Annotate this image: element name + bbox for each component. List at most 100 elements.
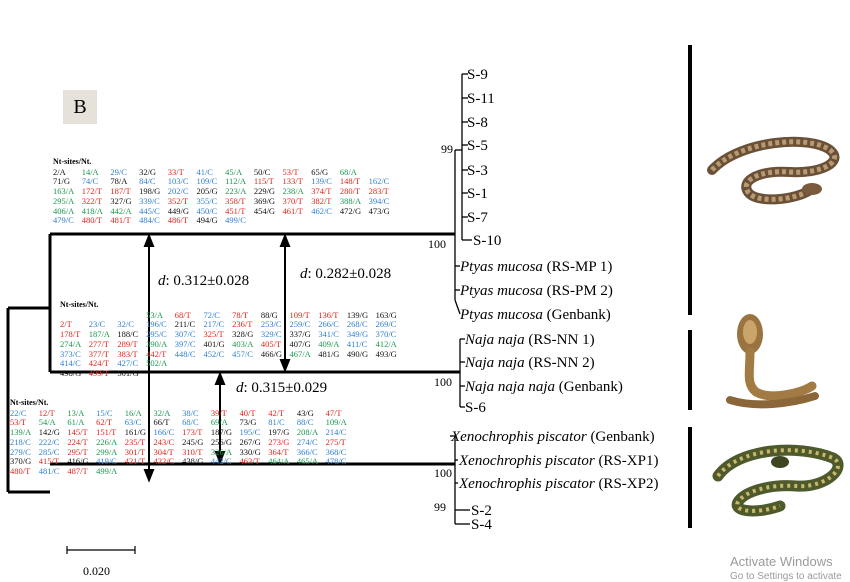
site-cell: 412/A bbox=[375, 338, 397, 349]
site-cell: 53/A bbox=[146, 309, 164, 320]
bootstrap-value: 100 bbox=[428, 237, 446, 251]
site-cell: 388/A bbox=[339, 195, 362, 206]
panel-label: B bbox=[63, 90, 97, 124]
leaf-label: Ptyas mucosa (RS-PM 2) bbox=[460, 283, 613, 299]
site-cell: 494/G bbox=[196, 215, 218, 226]
leaf-label: S-9 bbox=[467, 67, 488, 83]
site-cell: 370/C bbox=[375, 329, 397, 340]
site-cell: 173/T bbox=[182, 427, 203, 438]
site-cell: 73/G bbox=[239, 417, 257, 428]
site-cell: 62/T bbox=[96, 417, 113, 428]
leaf-label: S-1 bbox=[467, 186, 488, 202]
site-cell: 68/C bbox=[182, 417, 199, 428]
leaf-label: Naja naja (RS-NN 1) bbox=[465, 332, 595, 348]
site-cell: 196/C bbox=[146, 319, 167, 330]
leaf-label: Ptyas mucosa (Genbank) bbox=[460, 307, 611, 323]
site-cell: 330/G bbox=[239, 446, 261, 457]
site-cell: 280/T bbox=[339, 186, 361, 197]
site-cell: 23/C bbox=[88, 319, 106, 330]
site-cell: 53/T bbox=[10, 417, 27, 428]
site-cell: 466/G bbox=[260, 348, 283, 359]
site-cell: 442/C bbox=[210, 456, 232, 467]
site-cell: 112/A bbox=[225, 176, 247, 187]
site-cell: 202/C bbox=[167, 186, 189, 197]
site-cell: 326/A bbox=[210, 446, 233, 457]
tree-terminals bbox=[450, 73, 472, 525]
site-cell: 229/G bbox=[253, 186, 276, 197]
site-cell: 151/T bbox=[96, 427, 117, 438]
site-cell: 368/C bbox=[325, 446, 347, 457]
site-cell: 68/A bbox=[339, 166, 357, 177]
site-cell: 235/T bbox=[124, 436, 146, 447]
site-cell: 50/C bbox=[253, 166, 271, 177]
site-cell: 407/G bbox=[289, 338, 311, 349]
site-cell: 424/T bbox=[88, 358, 109, 369]
site-cell: 442/T bbox=[146, 348, 167, 359]
site-cell: 355/C bbox=[196, 195, 218, 206]
site-cell: 14/A bbox=[81, 166, 99, 177]
distance-label: d: 0.312±0.028 bbox=[158, 273, 250, 289]
scale-label: 0.020 bbox=[83, 564, 110, 578]
site-cell: 218/C bbox=[10, 436, 31, 447]
site-cell: 267/G bbox=[239, 436, 261, 447]
site-cell: 370/G bbox=[10, 456, 32, 467]
site-cell: 307/C bbox=[174, 329, 196, 340]
site-cell: 327/G bbox=[110, 195, 132, 206]
site-cell: 47/T bbox=[325, 407, 342, 418]
site-cell: 269/C bbox=[375, 319, 397, 330]
leaf-label: S-2 bbox=[471, 503, 492, 519]
site-cell: 38/C bbox=[182, 407, 199, 418]
site-cell: 275/T bbox=[325, 436, 346, 447]
site-cell: 69/A bbox=[210, 417, 228, 428]
checkered-keelback-photo bbox=[712, 444, 844, 517]
site-cell: 223/A bbox=[225, 186, 247, 197]
site-cell: 484/C bbox=[139, 215, 160, 226]
site-cell: 61/A bbox=[67, 417, 85, 428]
site-cell: 377/T bbox=[88, 348, 109, 359]
site-cell: 369/G bbox=[253, 195, 276, 206]
site-cell: 266/C bbox=[318, 319, 339, 330]
table-header: Nt-sites/Nt. bbox=[53, 157, 92, 166]
site-cell: 103/C bbox=[167, 176, 189, 187]
site-cell: 449/G bbox=[167, 205, 189, 216]
site-cell: 45/A bbox=[225, 166, 243, 177]
site-cell: 487/T bbox=[67, 465, 88, 476]
site-cell: 236/T bbox=[232, 319, 253, 330]
site-cell: 15/C bbox=[96, 407, 113, 418]
site-cell: 22/C bbox=[10, 407, 27, 418]
site-cell: 163/G bbox=[375, 309, 397, 320]
site-cell: 39/T bbox=[210, 407, 227, 418]
site-cell: 274/C bbox=[296, 436, 318, 447]
site-cell: 187/A bbox=[88, 329, 110, 340]
site-cell: 68/T bbox=[174, 309, 191, 320]
site-cell: 452/C bbox=[203, 348, 225, 359]
site-cell: 438/G bbox=[182, 456, 204, 467]
site-cell: 473/G bbox=[368, 205, 390, 216]
site-cell: 268/C bbox=[346, 319, 368, 330]
site-cell: 401/G bbox=[203, 338, 225, 349]
site-cell: 301/T bbox=[124, 446, 146, 457]
site-cell: 187/T bbox=[110, 186, 131, 197]
site-cell: 161/G bbox=[124, 427, 146, 438]
site-cell: 43/G bbox=[296, 407, 314, 418]
site-cell: 205/G bbox=[196, 186, 218, 197]
site-cell: 256/G bbox=[210, 436, 233, 447]
site-cell: 419/C bbox=[96, 456, 117, 467]
site-cell: 139/A bbox=[10, 427, 32, 438]
site-cell: 467/A bbox=[289, 348, 311, 359]
site-cell: 226/A bbox=[96, 436, 118, 447]
site-cell: 480/T bbox=[81, 215, 102, 226]
leaf-label: S-8 bbox=[467, 115, 488, 131]
site-cell: 289/T bbox=[117, 338, 138, 349]
site-cell: 217/C bbox=[203, 319, 225, 330]
leaf-label: Naja naja naja (Genbank) bbox=[465, 379, 623, 395]
site-cell: 490/G bbox=[346, 348, 369, 359]
site-cell: 40/T bbox=[239, 407, 256, 418]
site-cell: 224/T bbox=[67, 436, 88, 447]
